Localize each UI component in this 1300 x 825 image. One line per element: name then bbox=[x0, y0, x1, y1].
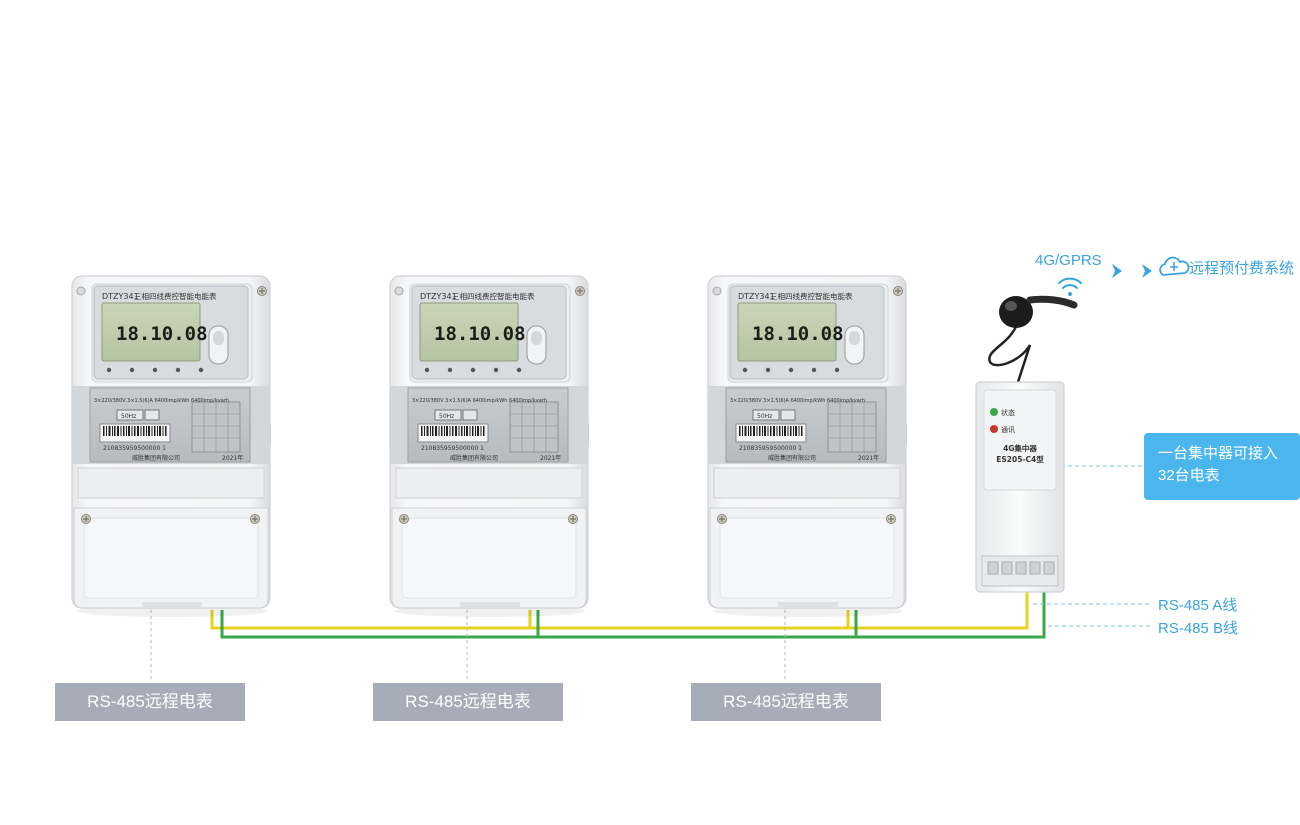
meter-year: 2021年 bbox=[858, 454, 879, 462]
meter-model: DTZY341 bbox=[738, 292, 775, 301]
meter-year: 2021年 bbox=[540, 454, 561, 462]
meter-label-3: RS-485远程电表 bbox=[691, 683, 881, 721]
wifi-icon bbox=[1058, 277, 1082, 296]
capacity-callout: 一台集中器可接入 32台电表 bbox=[1144, 433, 1300, 500]
callout-line-2: 32台电表 bbox=[1158, 467, 1220, 484]
rs485-b-line-label: RS-485 B线 bbox=[1158, 620, 1239, 637]
led-status-label: 状态 bbox=[1001, 408, 1015, 417]
meter-display: 18.10.08 bbox=[116, 323, 208, 345]
meter-display: 18.10.08 bbox=[752, 323, 844, 345]
meter-maker: 威胜集团有限公司 bbox=[450, 454, 498, 462]
meter-maker: 威胜集团有限公司 bbox=[132, 454, 180, 462]
meter-model: DTZY341 bbox=[420, 292, 457, 301]
meter-spec: 3×220/380V 3×1.5(6)A 6400imp/kWh 6400imp… bbox=[730, 398, 865, 404]
antenna bbox=[999, 295, 1078, 328]
remote-prepaid-system-label: 远程预付费系统 bbox=[1189, 260, 1295, 277]
meter-title: 三相四线费控智能电能表 bbox=[452, 291, 535, 301]
rs485-a-line-label: RS-485 A线 bbox=[1158, 597, 1238, 614]
meter-maker: 威胜集团有限公司 bbox=[768, 454, 816, 462]
meter-display: 18.10.08 bbox=[434, 323, 526, 345]
concentrator: 状态 通讯 4G集中器 ES205-C4型 bbox=[975, 295, 1078, 593]
concentrator-model: ES205-C4型 bbox=[996, 454, 1044, 464]
meter-label-2: RS-485远程电表 bbox=[373, 683, 563, 721]
meter-spec: 3×220/380V 3×1.5(6)A 6400imp/kWh 6400imp… bbox=[94, 398, 229, 404]
arrow-icon bbox=[1112, 264, 1152, 278]
meter-freq: 50Hz bbox=[121, 413, 136, 420]
meter-freq: 50Hz bbox=[757, 413, 772, 420]
meter-model: DTZY341 bbox=[102, 292, 139, 301]
meter-serial: 210835959500000 1 bbox=[739, 445, 802, 452]
meter-2: DTZY341 三相四线费控智能电能表 18.10.08 3×220/380V … bbox=[389, 275, 589, 618]
meter-title: 三相四线费控智能电能表 bbox=[134, 291, 217, 301]
meter-serial: 210835959500000 1 bbox=[103, 445, 166, 452]
led-comm-label: 通讯 bbox=[1001, 425, 1015, 434]
meter-1: DTZY341 三相四线费控智能电能表 18.10.08 3×220/380V … bbox=[71, 275, 271, 618]
callout-line-1: 一台集中器可接入 bbox=[1158, 445, 1279, 462]
cloud-icon bbox=[1159, 256, 1190, 276]
meter-serial: 210835959500000 1 bbox=[421, 445, 484, 452]
meter-3: DTZY341 三相四线费控智能电能表 18.10.08 3×220/380V … bbox=[707, 275, 907, 618]
network-protocol-label: 4G/GPRS bbox=[1035, 252, 1102, 269]
meter-year: 2021年 bbox=[222, 454, 243, 462]
meter-spec: 3×220/380V 3×1.5(6)A 6400imp/kWh 6400imp… bbox=[412, 398, 547, 404]
meter-title: 三相四线费控智能电能表 bbox=[770, 291, 853, 301]
concentrator-name: 4G集中器 bbox=[1003, 443, 1037, 453]
meter-label-1: RS-485远程电表 bbox=[55, 683, 245, 721]
meter-freq: 50Hz bbox=[439, 413, 454, 420]
